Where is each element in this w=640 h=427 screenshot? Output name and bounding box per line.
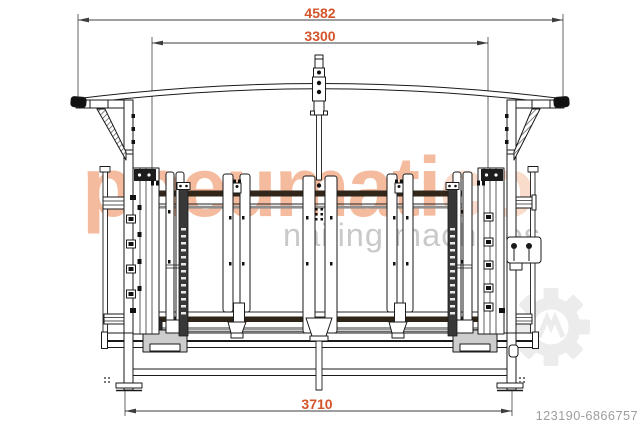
right-brace [513,108,541,161]
dimension-lines [78,17,563,414]
clamp-beam-center [302,175,338,342]
part-number: 123190-6866757 [535,408,638,423]
left-clamp-knobs [126,214,136,299]
control-box [506,236,542,271]
left-clamp-assembly [126,167,160,335]
right-clamp-assembly [477,167,505,335]
left-foot [115,382,143,389]
clamp-beam-mid-right [386,173,414,339]
left-guide-rod [99,166,111,334]
machine-drawing [70,54,570,392]
dimension-4582-line [78,17,563,23]
clamp-beam-mid-left [222,173,251,339]
left-lower-bracket [103,313,125,325]
dimension-3710-line [125,408,512,414]
dimension-4582-label: 4582 [304,5,336,21]
left-upper-bracket [102,196,125,210]
dimension-3300-line [152,40,488,46]
right-foot [496,382,524,389]
right-clamp-knobs [483,212,494,312]
clamp-beam-right [445,171,474,337]
right-hook [508,344,519,358]
right-upper-bracket [515,194,537,211]
left-brace [96,108,127,161]
clamp-beam-left [165,171,191,337]
canopy-arch [70,83,570,161]
center-mast [310,54,328,181]
dimension-3300-label: 3300 [304,28,336,44]
right-lower-bracket [515,313,533,325]
dimension-3710-label: 3710 [301,396,333,412]
